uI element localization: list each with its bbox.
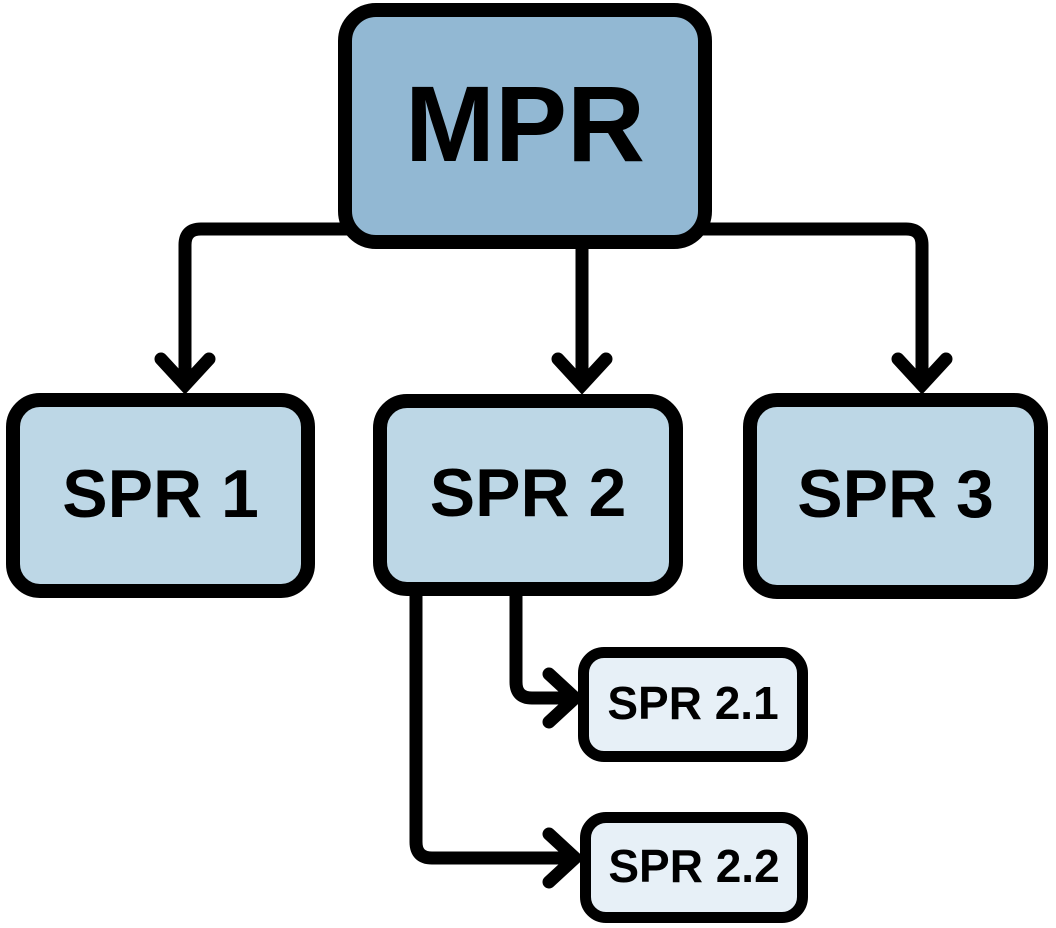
- edge-spr2-spr21-line: [509, 592, 566, 705]
- edge-spr2-to-spr22: [409, 592, 585, 889]
- edge-mpr-to-spr2: [551, 245, 613, 395]
- node-mpr: MPR: [338, 3, 712, 249]
- arrowhead-down-icon: [551, 352, 613, 395]
- edge-mpr-to-spr1: [154, 222, 348, 395]
- node-spr1: SPR 1: [6, 393, 315, 598]
- node-spr3-label: SPR 3: [797, 456, 994, 532]
- node-spr22-label: SPR 2.2: [608, 839, 780, 892]
- edge-spr2-spr22-line: [409, 592, 566, 865]
- arrowhead-right-icon: [542, 827, 585, 889]
- node-spr22: SPR 2.2: [580, 812, 808, 923]
- arrowhead-down-icon: [154, 352, 216, 395]
- node-mpr-label: MPR: [405, 63, 645, 184]
- arrowhead-down-icon: [891, 352, 953, 395]
- node-spr21: SPR 2.1: [578, 647, 808, 762]
- node-spr2: SPR 2: [373, 394, 683, 596]
- node-spr21-label: SPR 2.1: [607, 676, 779, 729]
- edge-mpr-spr3-line: [702, 222, 929, 380]
- edge-mpr-to-spr3: [702, 222, 953, 395]
- node-spr1-label: SPR 1: [62, 455, 259, 532]
- edge-spr2-to-spr21: [509, 592, 585, 729]
- arrowhead-right-icon: [542, 667, 585, 729]
- node-spr2-label: SPR 2: [429, 455, 627, 531]
- edge-mpr-spr1-line: [178, 222, 348, 380]
- node-spr3: SPR 3: [743, 393, 1048, 599]
